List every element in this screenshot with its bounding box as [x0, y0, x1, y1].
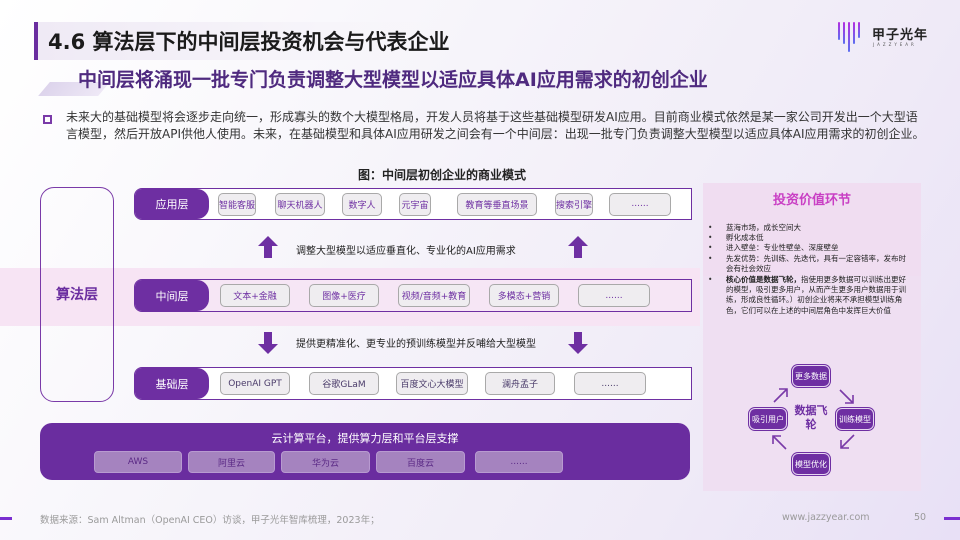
- square-bullet-icon: [43, 115, 52, 124]
- arrow-down-right-icon: [838, 388, 856, 406]
- base-chip: 百度文心大模型: [396, 372, 468, 395]
- arrow-up-right-icon: [772, 386, 790, 404]
- footer-accent-left: [0, 517, 12, 520]
- cloud-chip: 百度云: [376, 451, 465, 473]
- arrow-up-icon: [258, 236, 278, 258]
- figure-title: 图：中间层初创企业的商业模式: [358, 168, 527, 182]
- cloud-chip: 华为云: [281, 451, 370, 473]
- flywheel-node-train-model: 训练模型: [836, 408, 874, 430]
- cloud-provider-list: AWS 阿里云 华为云 百度云 ......: [94, 451, 563, 473]
- flow-up-text: 调整大型模型以适应垂直化、专业化的AI应用需求: [296, 246, 516, 257]
- logo-bars-icon: [838, 22, 860, 52]
- value-item: 蓝海市场，成长空间大: [708, 223, 913, 233]
- application-layer-tag: 应用层: [135, 189, 209, 219]
- cloud-chip: AWS: [94, 451, 182, 473]
- base-chip: 澜舟孟子: [485, 372, 555, 395]
- value-item: 孵化成本低: [708, 233, 913, 243]
- app-chip: ......: [609, 192, 671, 216]
- arrow-down-left-icon: [838, 433, 856, 451]
- app-chip: 元宇宙: [399, 192, 431, 216]
- value-item: 核心价值是数据飞轮，指使用更多数据可以训练出更好的模型，吸引更多用户，从而产生更…: [708, 275, 913, 316]
- base-chip: OpenAI GPT: [220, 372, 290, 395]
- investment-value-list: 蓝海市场，成长空间大 孵化成本低 进入壁垒：专业性壁垒、深度壁垒 先发优势：先训…: [708, 223, 913, 316]
- app-chip: 数字人: [342, 192, 382, 216]
- footer-website-link[interactable]: www.jazzyear.com: [782, 512, 870, 523]
- value-item: 先发优势：先训练、先迭代，具有一定容错率，发布时会有社会效应: [708, 254, 913, 274]
- page-number: 50: [914, 512, 927, 523]
- app-chip: 聊天机器人: [275, 192, 325, 216]
- arrow-up-icon: [568, 236, 588, 258]
- cloud-platform-title: 云计算平台，提供算力层和平台层支撑: [271, 432, 459, 445]
- app-chip: 教育等垂直场景: [457, 192, 537, 216]
- flywheel-node-model-optimize: 模型优化: [792, 453, 830, 475]
- page-title: 4.6 算法层下的中间层投资机会与代表企业: [48, 30, 450, 54]
- middle-chip: ......: [578, 284, 650, 307]
- cloud-chip: 阿里云: [188, 451, 275, 473]
- application-layer-row: 应用层 智能客服 聊天机器人 数字人 元宇宙 教育等垂直场景 搜索引擎 ....…: [134, 188, 692, 220]
- footer-accent-right: [944, 517, 960, 520]
- page-subtitle: 中间层将涌现一批专门负责调整大型模型以适应具体AI应用需求的初创企业: [78, 69, 708, 91]
- brand-logo: 甲子光年 JAZZYEAR: [838, 14, 938, 54]
- footer-source: 数据来源：Sam Altman（OpenAI CEO）访谈，甲子光年智库梳理，2…: [40, 515, 380, 526]
- investment-value-title: 投资价值环节: [772, 193, 851, 208]
- middle-chip: 文本+金融: [220, 284, 290, 307]
- app-chip: 智能客服: [218, 192, 256, 216]
- value-item: 进入壁垒：专业性壁垒、深度壁垒: [708, 243, 913, 253]
- flywheel-node-attract-users: 吸引用户: [749, 408, 787, 430]
- arrow-up-left-icon: [770, 433, 788, 451]
- algorithm-layer-label: 算法层: [56, 287, 98, 303]
- flywheel-center-label: 数据飞轮: [794, 404, 828, 431]
- base-layer-row: 基础层 OpenAI GPT 谷歌GLaM 百度文心大模型 澜舟孟子 .....…: [134, 367, 692, 400]
- middle-layer-row: 中间层 文本+金融 图像+医疗 视频/音频+教育 多模态+营销 ......: [134, 279, 692, 312]
- logo-name: 甲子光年: [872, 28, 929, 43]
- logo-subtext: JAZZYEAR: [873, 42, 917, 47]
- arrow-down-icon: [258, 332, 278, 354]
- page-title-bar: 4.6 算法层下的中间层投资机会与代表企业: [34, 22, 514, 60]
- flow-down-text: 提供更精准化、更专业的预训练模型并反哺给大型模型: [296, 339, 536, 350]
- intro-paragraph: 未来大的基础模型将会逐步走向统一，形成寡头的数个大模型格局，开发人员将基于这些基…: [66, 110, 925, 141]
- middle-layer-tag: 中间层: [135, 280, 209, 311]
- base-layer-tag: 基础层: [135, 368, 209, 399]
- cloud-chip: ......: [475, 451, 563, 473]
- cloud-platform-bar: 云计算平台，提供算力层和平台层支撑 AWS 阿里云 华为云 百度云 ......: [40, 423, 690, 480]
- base-chip: ......: [574, 372, 646, 395]
- flywheel-node-more-data: 更多数据: [792, 365, 830, 387]
- base-chip: 谷歌GLaM: [309, 372, 379, 395]
- algorithm-layer-frame: [40, 187, 114, 402]
- middle-chip: 图像+医疗: [309, 284, 379, 307]
- app-chip: 搜索引擎: [555, 192, 593, 216]
- middle-chip: 多模态+营销: [489, 284, 559, 307]
- arrow-down-icon: [568, 332, 588, 354]
- middle-chip: 视频/音频+教育: [398, 284, 470, 307]
